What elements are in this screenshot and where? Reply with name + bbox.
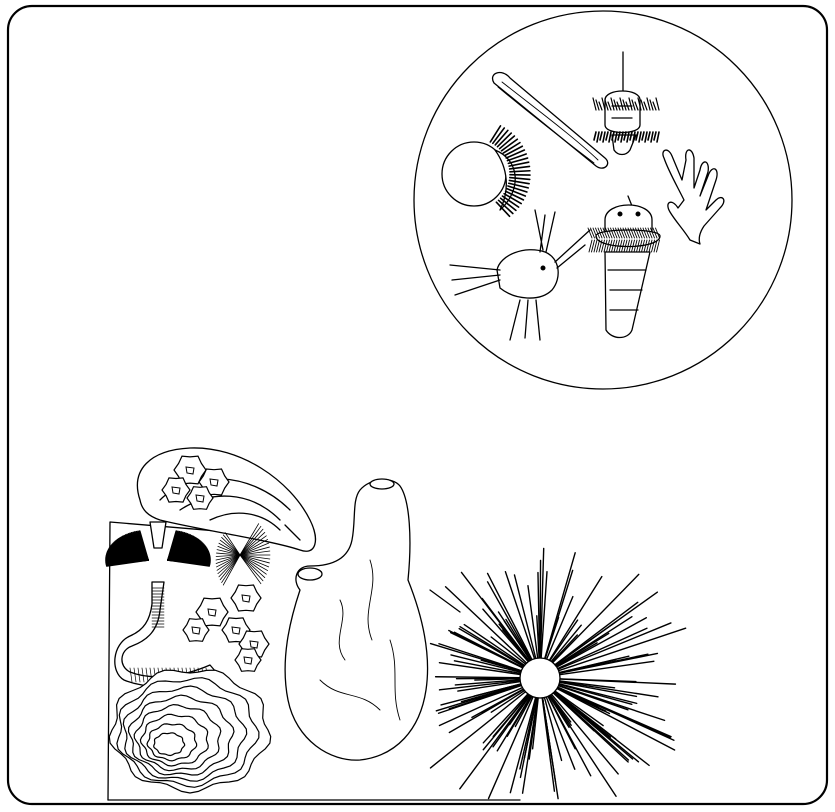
urchin-spine	[436, 677, 522, 678]
cilium	[510, 171, 530, 172]
